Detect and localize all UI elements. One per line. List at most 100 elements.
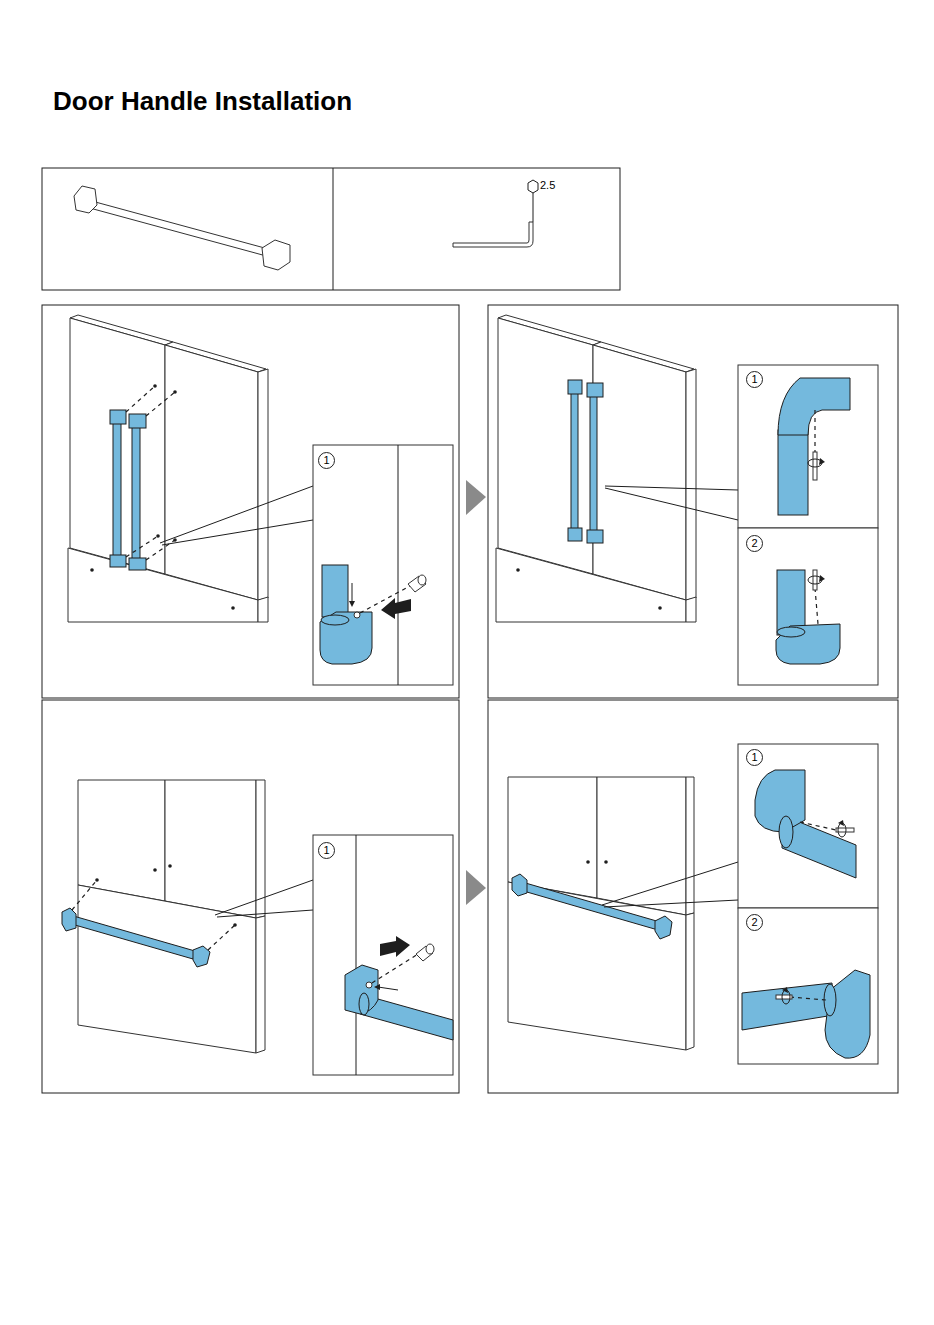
handle-bar — [742, 983, 834, 1030]
detail-inset — [313, 835, 453, 1075]
parts-divider — [333, 168, 334, 290]
handle-bar — [322, 565, 348, 617]
inset-frame — [313, 835, 453, 1075]
door-side — [258, 369, 268, 600]
handle-end — [62, 908, 76, 931]
pointer-arrow — [378, 987, 398, 990]
handle-horizontal — [512, 874, 672, 939]
fridge-door — [70, 318, 165, 574]
handle-end — [587, 383, 603, 397]
callout-number: 1 — [746, 371, 763, 388]
handle-end — [776, 624, 840, 664]
arrow-head — [782, 987, 788, 993]
fridge-door — [78, 780, 165, 901]
callout-number: 1 — [318, 452, 335, 469]
handle-bar — [68, 915, 195, 959]
drawer — [68, 548, 258, 622]
rotate-symbol — [838, 823, 846, 837]
guide-line — [815, 588, 818, 624]
drawer-side — [686, 597, 696, 622]
handle-end — [110, 410, 126, 424]
handle-end — [345, 965, 378, 1014]
leader-line — [215, 880, 313, 915]
door-edge — [398, 445, 399, 685]
fridge-door — [593, 345, 686, 600]
door-side — [686, 369, 696, 600]
handle-pair — [110, 410, 146, 570]
door-side — [686, 777, 694, 915]
push-arrow — [380, 936, 410, 957]
handle-rod — [86, 200, 272, 257]
detail-inset — [738, 528, 878, 685]
callout-text: 2 — [751, 917, 757, 928]
inset-frame — [738, 908, 878, 1064]
screw-hole — [168, 864, 172, 868]
detail-inset — [313, 445, 453, 685]
screw-hole — [366, 982, 372, 988]
hex-key — [453, 222, 533, 247]
leader-line — [602, 862, 738, 905]
handle-end — [512, 874, 527, 896]
leader-line — [217, 910, 313, 917]
step-arrow — [466, 870, 486, 905]
handle-end — [568, 380, 582, 394]
handle-end — [778, 378, 850, 435]
fridge-door — [597, 777, 686, 915]
callout-number: 1 — [318, 842, 335, 859]
handle-end — [655, 916, 672, 939]
screw-hole — [354, 612, 360, 618]
guide-line — [126, 386, 155, 412]
set-screw — [418, 575, 426, 585]
handle-bar — [590, 394, 597, 532]
handle-end — [825, 970, 870, 1058]
leader-line — [605, 486, 738, 490]
set-screw — [408, 576, 426, 592]
leader-line — [162, 520, 313, 545]
guide-line — [126, 536, 158, 557]
screw-hole — [604, 860, 608, 864]
handle-end — [262, 240, 290, 270]
handle-bar — [113, 422, 121, 558]
fridge — [508, 777, 694, 1050]
step-arrow — [466, 480, 486, 515]
hex-key — [813, 452, 817, 480]
callout-text: 1 — [323, 455, 329, 466]
drawer-side — [258, 597, 268, 622]
panel-frame — [42, 700, 459, 1093]
handle-collar — [359, 993, 369, 1015]
screw-hole — [658, 606, 662, 610]
handle-end — [110, 555, 126, 567]
inset-frame — [313, 445, 453, 685]
fridge — [68, 315, 268, 622]
hex-key — [813, 570, 817, 590]
detail-inset — [738, 365, 878, 528]
inset-frame — [738, 365, 878, 528]
drawer — [508, 882, 686, 1050]
arrow-head — [349, 601, 355, 607]
guide-line — [814, 410, 815, 452]
parts-frame — [42, 168, 620, 290]
handle-end — [193, 946, 210, 967]
callout-number: 1 — [746, 749, 763, 766]
drawer-side — [686, 913, 694, 1050]
handle-end — [320, 612, 372, 664]
arrow-head — [819, 575, 825, 582]
screw-hole — [90, 568, 94, 572]
guide-line — [800, 822, 836, 830]
handle-bar — [520, 882, 660, 930]
inset-frame — [738, 528, 878, 685]
fridge-door — [508, 777, 597, 898]
set-screw — [426, 944, 434, 954]
push-arrow — [381, 598, 411, 619]
callout-text: 1 — [751, 374, 757, 385]
screw-hole — [173, 538, 177, 542]
screw-hole — [173, 390, 177, 394]
guide-line — [208, 925, 235, 950]
panel-frame — [488, 700, 898, 1093]
hex-symbol — [528, 180, 538, 193]
handle-pair — [568, 380, 603, 543]
handle-end — [129, 558, 146, 570]
